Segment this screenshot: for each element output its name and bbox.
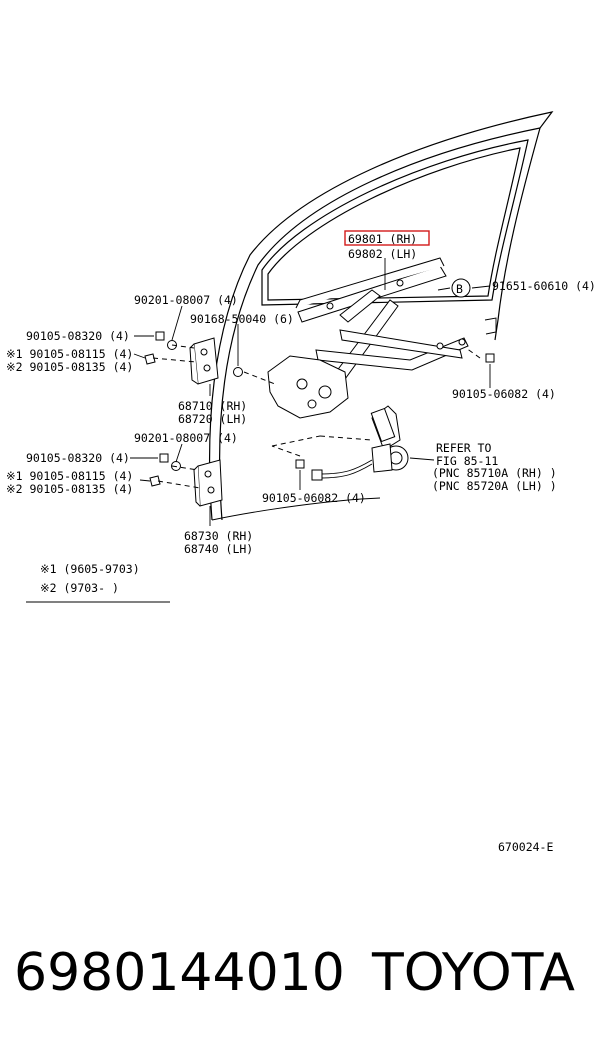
label-bolt-90105-08115-bottom: ※1 90105-08115 (4) [6,469,133,483]
label-bolt-90105-08135-top: ※2 90105-08135 (4) [6,360,133,374]
footer-part-number: 6980144010 [14,943,345,1003]
label-bolt-90105-08115-top: ※1 90105-08115 (4) [6,347,133,361]
label-bolt-90105-08320-bottom: 90105-08320 (4) [26,451,130,465]
label-glass-lh: 69802 (LH) [348,247,417,261]
label-hinge-68720: 68720 (LH) [178,412,247,426]
window-regulator [267,257,469,419]
b-marker-circle [451,278,471,298]
label-refer-1: REFER TO [436,441,491,455]
label-hinge-68710: 68710 (RH) [178,399,247,413]
label-bolt-90105-08320-top: 90105-08320 (4) [26,329,130,343]
label-bolt-90105-08135-bottom: ※2 90105-08135 (4) [6,482,133,496]
door-frame [209,111,554,521]
upper-hinge [189,337,219,385]
label-note-1: ※1 (9605-9703) [40,562,140,576]
label-bolt-90201-bottom: 90201-08007 (4) [134,431,238,445]
label-note-2: ※2 (9703- ) [40,581,119,595]
label-bolt-91651: 91651-60610 (4) [492,279,596,293]
label-refer-2: FIG 85-11 [436,454,498,468]
label-hinge-68730: 68730 (RH) [184,529,253,543]
footer-brand: TOYOTA [371,943,575,1003]
leader-lines [130,258,491,526]
label-bolt-90105-06082-right: 90105-06082 (4) [452,387,556,401]
bolts [144,331,495,487]
b-marker-label: B [456,282,463,296]
regulator-motor [311,405,409,481]
lower-hinge [193,459,223,507]
label-drawing-code: 670024-E [498,840,553,854]
label-bolt-90168: 90168-50040 (6) [190,312,294,326]
label-refer-3: (PNC 85710A (RH) ) [432,466,557,480]
highlight-box [344,230,430,246]
label-refer-4: (PNC 85720A (LH) ) [432,479,557,493]
label-bolt-90105-06082-bottom: 90105-06082 (4) [262,491,366,505]
label-glass-rh: 69801 (RH) [348,232,417,246]
label-bolt-90201-top: 90201-08007 (4) [134,293,238,307]
label-hinge-68740: 68740 (LH) [184,542,253,556]
